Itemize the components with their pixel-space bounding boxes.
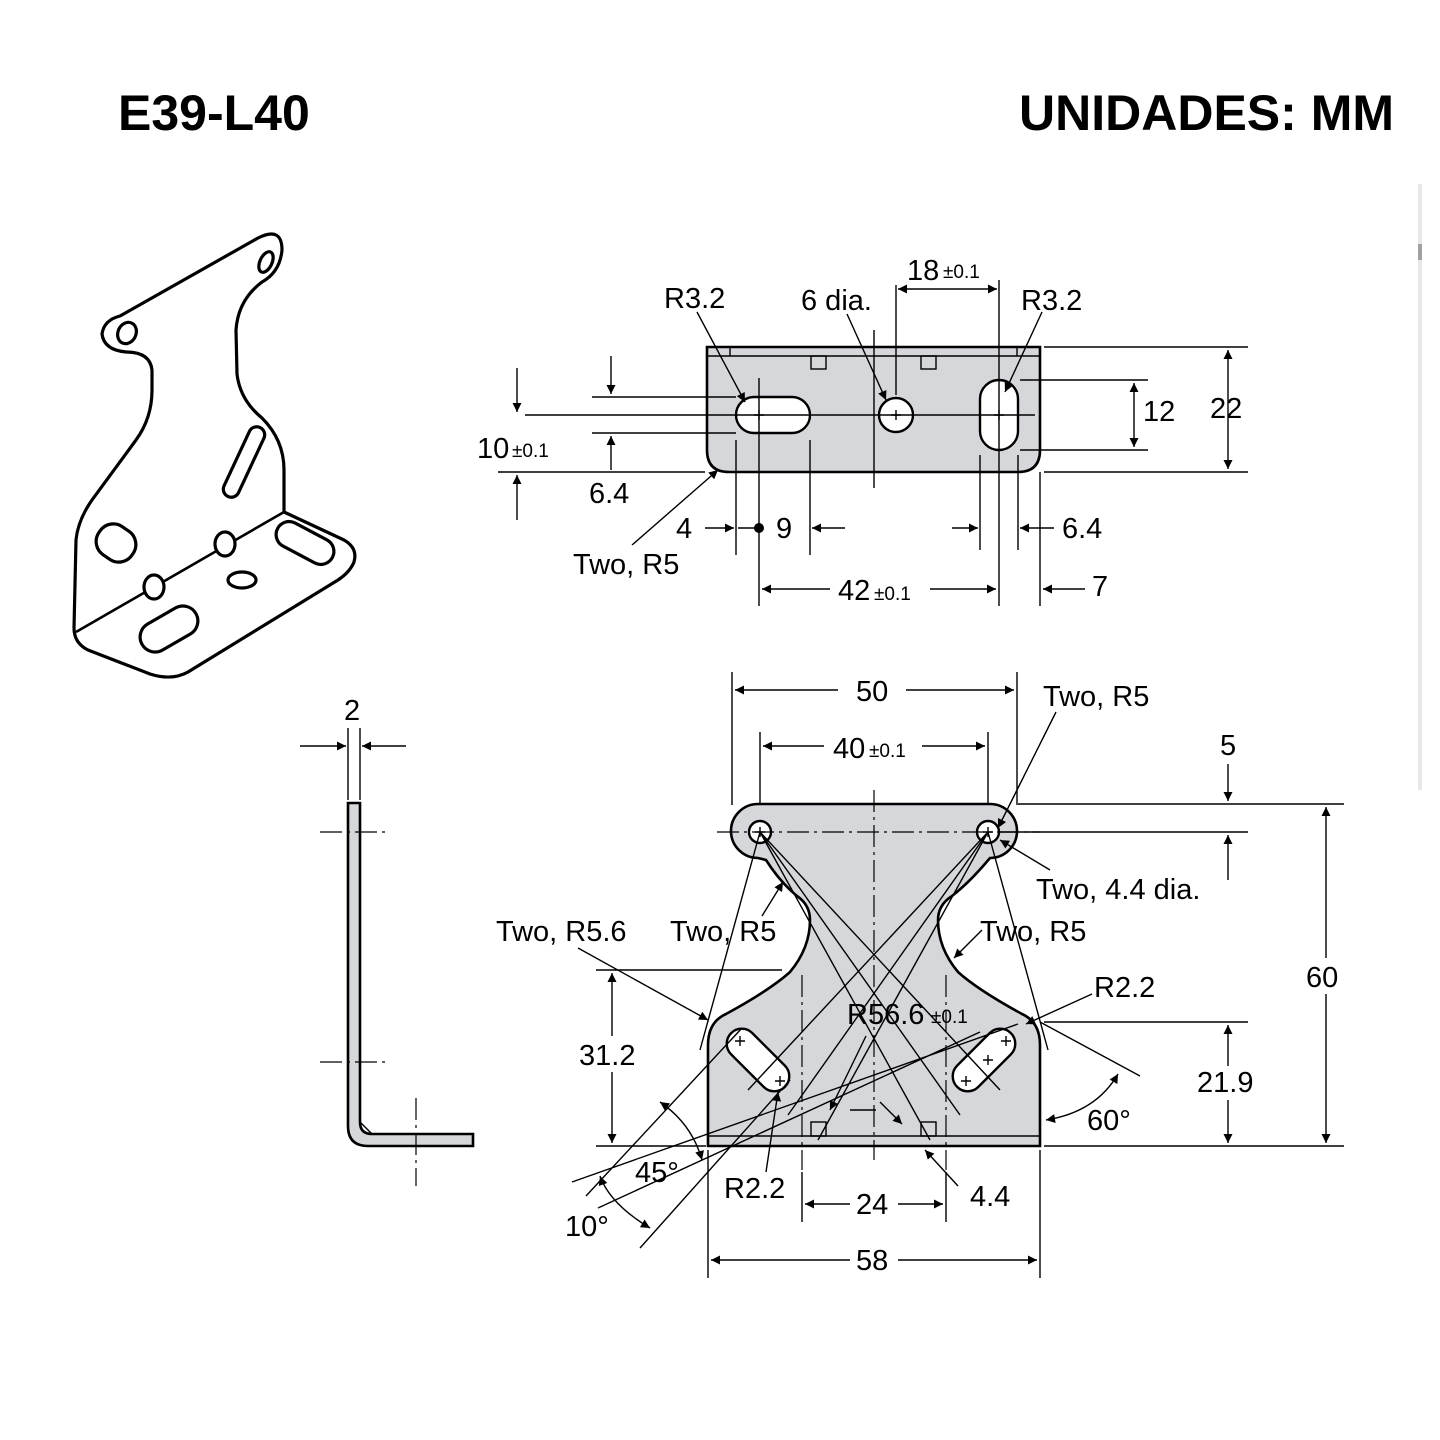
model-title: E39-L40	[118, 85, 310, 141]
label-42: 42	[838, 575, 870, 607]
iso-bend-line	[75, 510, 285, 634]
label-r32-left: R3.2	[664, 283, 725, 315]
label-42-tol: ±0.1	[874, 584, 911, 605]
label-r32-right: R3.2	[1021, 285, 1082, 317]
label-5: 5	[1220, 730, 1236, 762]
label-4-4: 4.4	[970, 1181, 1010, 1213]
label-7: 7	[1092, 571, 1108, 603]
label-6-4-right: 6.4	[1062, 513, 1102, 545]
iso-base-round-hole	[226, 570, 258, 590]
label-40-tol: ±0.1	[869, 741, 906, 762]
iso-bracket-body	[72, 232, 357, 679]
label-4: 4	[676, 513, 692, 545]
top-view-notch-left	[810, 355, 827, 370]
label-r56-6: R56.6	[847, 999, 924, 1031]
label-r56-6-tol: ±0.1	[931, 1007, 968, 1028]
side-view-profile	[346, 801, 475, 1148]
label-10: 10	[477, 433, 509, 465]
label-10-deg: 10°	[565, 1211, 609, 1243]
iso-base-slot-left	[138, 604, 200, 654]
label-two-r5-6: Two, R5.6	[496, 916, 627, 948]
label-50: 50	[856, 676, 888, 708]
label-6-4-left: 6.4	[589, 478, 629, 510]
label-9: 9	[776, 513, 792, 545]
isometric-bracket	[72, 232, 357, 679]
iso-bend-notch-left	[142, 573, 166, 601]
label-12: 12	[1143, 396, 1175, 428]
iso-top-hole-right	[257, 250, 275, 274]
iso-bend-notch-right	[213, 530, 237, 558]
label-18: 18	[907, 255, 939, 287]
front-view: 50 Two, R5 40 ±0.1 5 Two, 4.4 dia. Two, …	[496, 672, 1344, 1278]
scrollbar-track[interactable]	[1418, 184, 1422, 790]
label-10-tol: ±0.1	[512, 441, 549, 462]
label-40: 40	[833, 733, 865, 765]
iso-top-hole-left	[116, 320, 138, 346]
units-label: UNIDADES: MM	[1019, 85, 1394, 141]
label-31-2: 31.2	[579, 1040, 635, 1072]
top-view-notch-right	[920, 355, 937, 370]
front-view-notch-left	[810, 1121, 827, 1137]
label-two-r5-right: Two, R5	[980, 916, 1086, 948]
label-21-9: 21.9	[1197, 1067, 1253, 1099]
side-view: 2	[300, 695, 475, 1186]
label-45-deg: 45°	[635, 1157, 679, 1189]
iso-side-slot	[94, 522, 138, 564]
label-two-r5-top: Two, R5	[1043, 681, 1149, 713]
label-18-tol: ±0.1	[943, 262, 980, 283]
iso-base-slot-right	[274, 519, 336, 567]
label-r2-2-left: R2.2	[724, 1173, 785, 1205]
label-two-r5: Two, R5	[573, 549, 679, 581]
label-6-dia: 6 dia.	[801, 285, 872, 317]
label-22: 22	[1210, 393, 1242, 425]
label-60-deg: 60°	[1087, 1105, 1131, 1137]
top-view: R3.2 6 dia. R3.2 18 ±0.1 12 22 10 ±0.1 6…	[477, 255, 1248, 607]
label-58: 58	[856, 1245, 888, 1277]
label-r2-2-right: R2.2	[1094, 972, 1155, 1004]
scrollbar-thumb[interactable]	[1418, 244, 1422, 260]
label-two-4-4-dia: Two, 4.4 dia.	[1036, 874, 1200, 906]
iso-upper-slot	[221, 425, 267, 499]
front-view-slot-left	[725, 1027, 791, 1093]
label-two-r5-left: Two, R5	[670, 916, 776, 948]
label-60: 60	[1306, 962, 1338, 994]
label-2: 2	[344, 695, 360, 727]
label-24: 24	[856, 1189, 888, 1221]
